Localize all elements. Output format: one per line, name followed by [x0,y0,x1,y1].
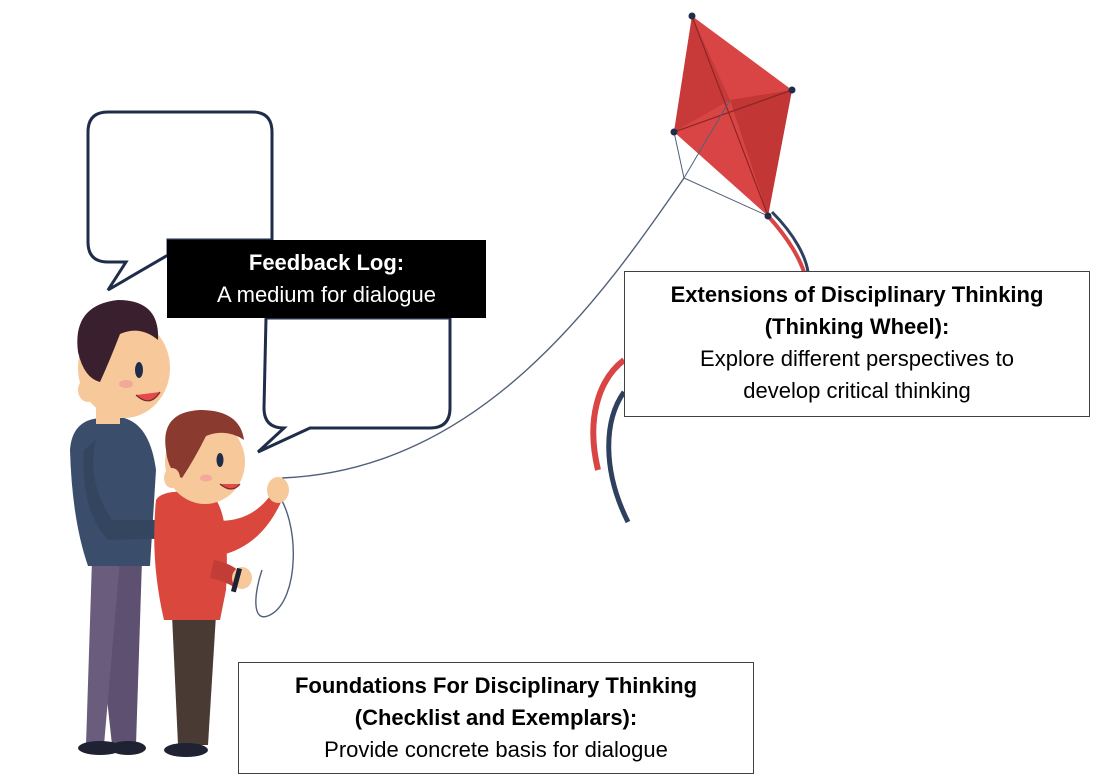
kite-tail-lower-red [590,357,626,471]
extensions-body-line2: develop critical thinking [743,378,971,403]
foundations-body: Provide concrete basis for dialogue [324,737,668,762]
extensions-heading-line1: Extensions of Disciplinary Thinking [670,282,1044,307]
foundations-heading-line1: Foundations For Disciplinary Thinking [294,673,698,698]
man-figure [70,300,210,755]
boy-figure [154,410,289,757]
kite-tail-red [766,214,806,273]
foundations-heading-line2: (Checklist and Exemplars): [354,705,638,730]
kite-tail-lower-navy [606,390,631,524]
foundations-label: Foundations For Disciplinary Thinking (C… [238,662,754,774]
kite-string [281,177,685,479]
kite-tail-navy [770,210,810,273]
speech-bubble-upper [86,110,274,292]
speech-bubble-lower [256,316,452,454]
feedback-log-label: Feedback Log: A medium for dialogue [167,240,486,318]
extensions-heading-line2: (Thinking Wheel): [764,314,950,339]
kite [670,12,796,220]
extensions-body-line1: Explore different perspectives to [700,346,1014,371]
extensions-label: Extensions of Disciplinary Thinking (Thi… [624,271,1090,417]
feedback-log-heading: Feedback Log: [248,250,405,275]
kite-string-loop [255,491,295,618]
feedback-log-body: A medium for dialogue [217,282,436,307]
